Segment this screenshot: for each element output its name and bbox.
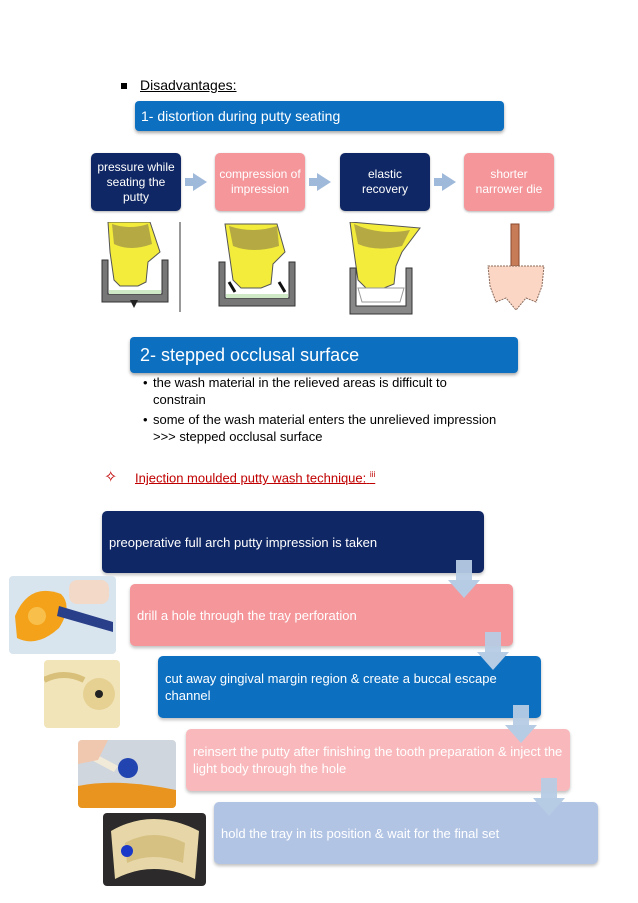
tooth-pressure-drawing bbox=[101, 222, 181, 312]
process-step-compression: compression of impression bbox=[215, 153, 305, 211]
disadvantages-heading: Disadvantages: bbox=[140, 77, 237, 93]
injection-technique-heading: Injection moulded putty wash technique: … bbox=[135, 470, 376, 486]
down-arrow-icon bbox=[533, 778, 565, 818]
process-step-elastic-recovery: elastic recovery bbox=[340, 153, 430, 211]
right-arrow-icon bbox=[185, 173, 207, 191]
footnote-marker: iii bbox=[369, 470, 376, 479]
list-item: the wash material in the relieved areas … bbox=[143, 374, 503, 408]
distortion-banner: 1- distortion during putty seating bbox=[135, 101, 504, 131]
final-set-photo bbox=[103, 813, 206, 886]
down-arrow-icon bbox=[505, 705, 537, 745]
list-item: some of the wash material enters the unr… bbox=[143, 411, 503, 445]
four-point-star-icon: ✧ bbox=[104, 469, 118, 486]
stepped-occlusal-banner: 2- stepped occlusal surface bbox=[130, 337, 518, 373]
shorter-die-drawing bbox=[487, 223, 545, 311]
right-arrow-icon bbox=[434, 173, 456, 191]
stepped-occlusal-points: the wash material in the relieved areas … bbox=[143, 374, 503, 448]
down-arrow-icon bbox=[448, 560, 480, 600]
tooth-compression-drawing bbox=[218, 223, 296, 307]
step-4: reinsert the putty after finishing the t… bbox=[186, 729, 570, 791]
tray-drilling-photo bbox=[9, 576, 116, 654]
down-arrow-icon bbox=[477, 632, 509, 672]
right-arrow-icon bbox=[309, 173, 331, 191]
square-bullet-icon bbox=[121, 83, 127, 89]
tooth-elastic-recovery-drawing bbox=[349, 222, 421, 315]
process-step-shorter-die: shorter narrower die bbox=[464, 153, 554, 211]
process-step-pressure: pressure while seating the putty bbox=[91, 153, 181, 211]
injection-photo bbox=[78, 740, 176, 808]
escape-channel-photo bbox=[44, 660, 120, 728]
step-1: preoperative full arch putty impression … bbox=[102, 511, 484, 573]
